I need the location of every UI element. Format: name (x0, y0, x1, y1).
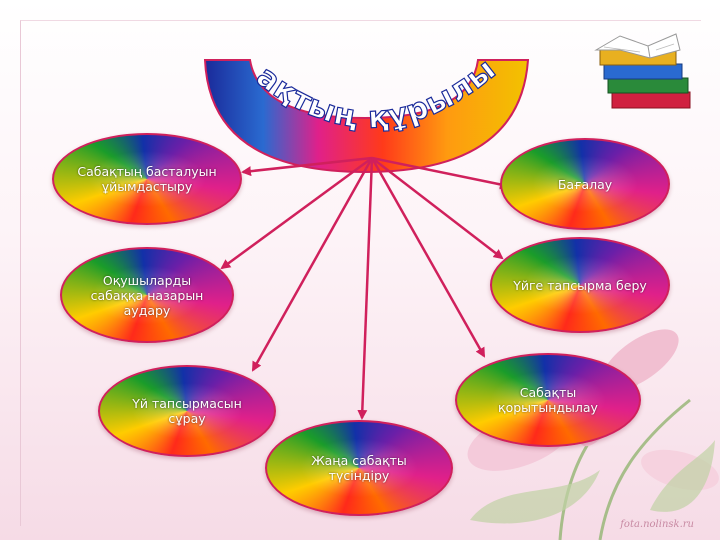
node-attention: Оқушыларды сабаққа назарын аудару (60, 247, 234, 343)
books-icon (594, 33, 691, 109)
node-label: Үй тапсырмасын сұрау (132, 396, 242, 426)
node-new-lesson: Жаңа сабақты түсіндіру (265, 420, 453, 516)
connector-arrows (220, 156, 510, 420)
node-homework-check: Үй тапсырмасын сұрау (98, 365, 276, 457)
node-homework-assign: Үйге тапсырма беру (490, 237, 670, 333)
title-arc (203, 59, 530, 174)
node-label: Жаңа сабақты түсіндіру (311, 453, 407, 483)
node-summary: Сабақты қорытындылау (455, 353, 641, 447)
node-label: Үйге тапсырма беру (513, 277, 647, 293)
arrow-to-n3 (251, 157, 374, 372)
arrow-to-n1 (241, 156, 373, 177)
node-label: Сабақты қорытындылау (498, 385, 598, 415)
node-lesson-start: Сабақтың басталуын ұйымдастыру (52, 133, 242, 225)
arrow-to-n2 (220, 156, 373, 270)
arrow-to-n7 (371, 156, 510, 190)
node-label: Оқушыларды сабаққа назарын аудару (90, 272, 204, 318)
node-assessment: Бағалау (500, 138, 670, 230)
arrow-to-n6 (371, 157, 504, 260)
watermark: fota.nolinsk.ru (620, 519, 694, 530)
node-label: Бағалау (557, 176, 613, 192)
arrow-to-n4 (357, 157, 374, 420)
slide-frame (20, 20, 701, 526)
arrow-to-n5 (370, 157, 486, 358)
node-label: Сабақтың басталуын ұйымдастыру (77, 164, 217, 194)
